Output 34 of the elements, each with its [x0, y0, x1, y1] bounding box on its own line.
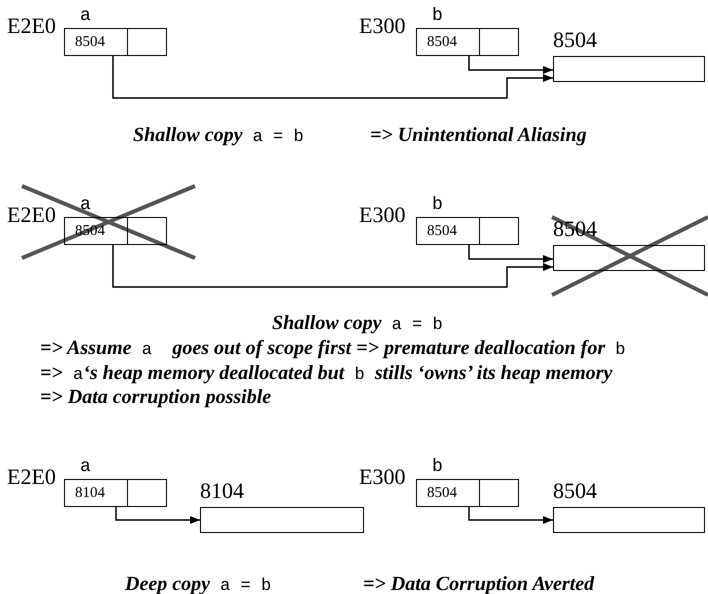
variable-name: a	[80, 457, 91, 477]
caption-text: Shallow copy a = b	[272, 311, 443, 337]
pointer-box: 8104	[64, 479, 167, 507]
memory-address: E2E0	[7, 14, 56, 38]
pointer-box: 8504	[64, 28, 167, 56]
pointer-box: 8504	[416, 217, 519, 245]
pointer-arrow	[468, 56, 553, 74]
heap-address: 8104	[200, 479, 244, 503]
variable-name: b	[432, 195, 443, 215]
caption-text: => a‘s heap memory deallocated but b stills ‘owns’ its heap memory	[40, 361, 612, 387]
pointer-arrow	[468, 507, 553, 524]
pointer-box: 8504	[416, 479, 519, 507]
memory-address: E2E0	[7, 203, 56, 227]
memory-address: E2E0	[7, 465, 56, 489]
caption-text: Deep copy a = b	[125, 572, 272, 594]
variable-name: a	[80, 6, 91, 26]
heap-address: 8504	[553, 28, 597, 52]
memory-address: E300	[359, 14, 406, 38]
pointer-arrow	[468, 245, 553, 263]
caption-text: => Assume a goes out of scope first => premature deallocation for b	[40, 336, 626, 362]
pointer-box: 8504	[416, 28, 519, 56]
memory-address: E300	[359, 465, 406, 489]
caption-text: Shallow copy a = b	[133, 123, 304, 149]
memory-address: E300	[359, 203, 406, 227]
heap-address: 8504	[553, 479, 597, 503]
pointer-arrow	[112, 56, 553, 99]
variable-name: b	[432, 6, 443, 26]
caption-text: => Data corruption possible	[40, 385, 272, 409]
caption-text: => Data Corruption Averted	[363, 572, 594, 594]
variable-name: b	[432, 457, 443, 477]
pointer-arrow	[112, 245, 553, 288]
pointer-arrow	[115, 507, 200, 524]
variable-name: a	[80, 195, 91, 215]
caption-text: => Unintentional Aliasing	[370, 123, 587, 147]
